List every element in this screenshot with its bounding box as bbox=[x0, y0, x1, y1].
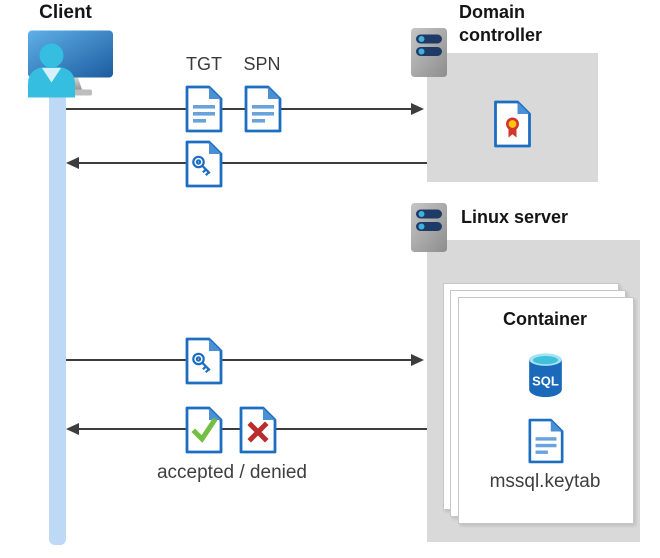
domain-controller-label: Domain controller bbox=[459, 2, 543, 45]
certificate-icon bbox=[494, 100, 531, 148]
client-label: Client bbox=[39, 2, 92, 23]
client-computer-icon bbox=[28, 30, 113, 98]
spn-label: SPN bbox=[243, 54, 281, 74]
container-label: Container bbox=[502, 309, 587, 329]
keytab-filename-label: mssql.keytab bbox=[489, 471, 601, 492]
accepted-denied-label: accepted / denied bbox=[156, 462, 307, 483]
arrow-client-to-linux-server bbox=[66, 354, 424, 366]
spn-document-icon bbox=[244, 85, 282, 133]
container-card bbox=[458, 297, 634, 524]
tgt-document-icon bbox=[185, 85, 223, 133]
sql-label: SQL bbox=[532, 374, 559, 389]
tgt-label: TGT bbox=[186, 54, 222, 74]
kerberos-ticket-key-icon bbox=[185, 140, 223, 188]
arrow-domain-controller-to-client bbox=[66, 157, 427, 169]
arrow-client-to-domain-controller bbox=[66, 103, 424, 115]
accepted-document-icon bbox=[185, 406, 223, 454]
denied-document-icon bbox=[239, 406, 277, 454]
sql-database-icon: SQL bbox=[529, 353, 562, 398]
linux-server-label: Linux server bbox=[461, 207, 569, 227]
client-lifeline bbox=[49, 89, 66, 545]
domain-controller-server-icon bbox=[411, 28, 447, 77]
keytab-document-icon bbox=[528, 418, 564, 464]
service-ticket-key-icon bbox=[185, 337, 223, 385]
user-icon bbox=[28, 43, 75, 98]
linux-server-icon bbox=[411, 203, 447, 252]
